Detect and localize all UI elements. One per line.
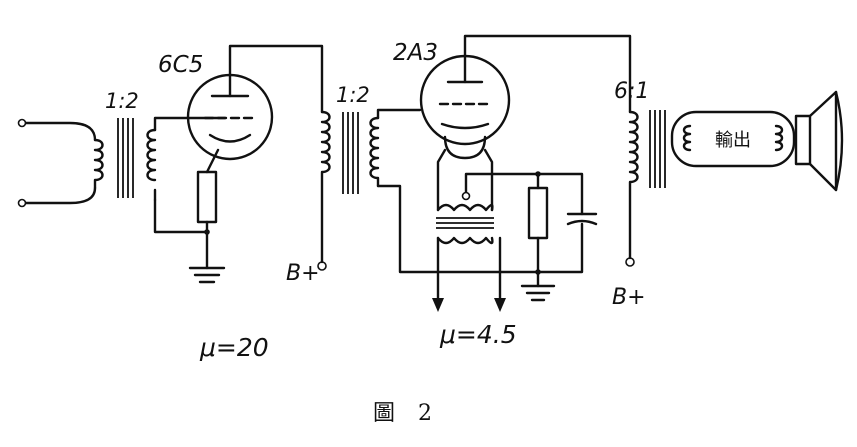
input-transformer xyxy=(93,118,157,202)
junction-1 xyxy=(204,229,210,235)
bypass-capacitor xyxy=(538,212,598,274)
output-transformer xyxy=(628,110,666,260)
interstage-transformer xyxy=(320,110,380,264)
bias-wire xyxy=(464,172,584,216)
grid-wire-1 xyxy=(153,116,227,132)
tube1-label: 6C5 xyxy=(158,52,203,78)
grid-wire-2 xyxy=(376,108,422,120)
plate-wire-2 xyxy=(463,34,632,114)
bplus-label-1: B+ xyxy=(286,261,320,286)
tube-2a3 xyxy=(419,54,511,160)
bplus-terminal-2 xyxy=(625,257,635,267)
filament-lead-a xyxy=(436,148,447,212)
plate-wire-1 xyxy=(228,44,324,114)
ground-symbol-2 xyxy=(520,284,556,302)
mu-label-2: μ=4.5 xyxy=(439,320,517,349)
filament-lead-b xyxy=(483,148,494,212)
interstage-ratio-label: 1:2 xyxy=(336,83,370,107)
cathode-resistor-1 xyxy=(196,170,218,224)
grid-return-1 xyxy=(153,198,209,234)
output-box xyxy=(670,110,796,168)
figure-caption-number: 2 xyxy=(418,401,432,426)
input-terminals xyxy=(17,118,97,208)
input-ratio-label: 1:2 xyxy=(105,89,139,113)
tube2-label: 2A3 xyxy=(393,40,438,66)
bplus-label-2: B+ xyxy=(612,285,646,310)
bplus-terminal-1 xyxy=(317,261,327,271)
center-tap xyxy=(461,191,471,201)
cathode-lead-1 xyxy=(205,148,220,174)
output-label: 輸出 xyxy=(715,130,751,151)
bias-resistor xyxy=(527,186,549,240)
grid-return-2 xyxy=(376,184,542,274)
ground-symbol-1 xyxy=(188,266,226,284)
output-ratio-label: 6:1 xyxy=(614,79,649,104)
figure-caption-label: 圖 xyxy=(373,401,395,426)
mu-label-1: μ=20 xyxy=(199,333,269,362)
speaker-icon xyxy=(794,90,844,192)
filament-transformer xyxy=(432,203,506,312)
junction-3 xyxy=(535,269,541,275)
